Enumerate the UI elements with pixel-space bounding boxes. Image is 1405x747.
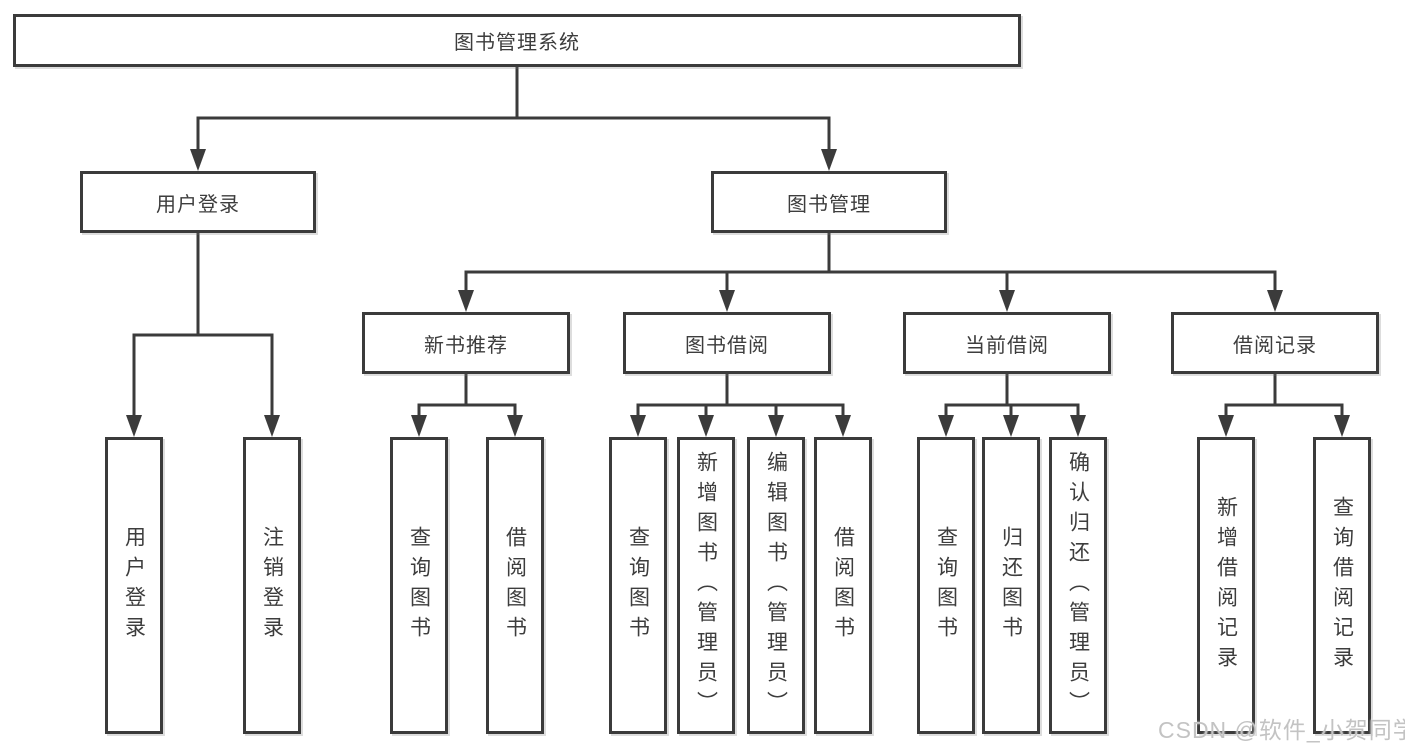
node-newbook-query-books: 查询图书 [390,437,448,734]
node-book-management: 图书管理 [711,171,947,233]
node-label: 用户登录 [156,193,240,216]
node-label: 查询图书 [934,525,958,646]
node-current-query-books: 查询图书 [917,437,975,734]
arrowhead [458,290,474,312]
arrowhead [719,290,735,312]
arrowhead [264,415,280,437]
node-borrow-books: 借阅图书 [814,437,872,734]
node-confirm-return-admin: 确认归还（管理员） [1049,437,1107,734]
node-label: 查询图书 [626,525,650,646]
node-edit-books-admin: 编辑图书（管理员） [747,437,805,734]
node-label: 图书借阅 [685,334,769,357]
arrowhead [507,415,523,437]
node-add-borrow-record: 新增借阅记录 [1197,437,1255,734]
node-library-system: 图书管理系统 [13,14,1021,67]
arrowhead [411,415,427,437]
node-label: 新增借阅记录 [1214,495,1238,676]
node-current-borrowing: 当前借阅 [903,312,1111,374]
arrowhead [1334,415,1350,437]
node-label: 图书管理 [787,193,871,216]
arrowhead [1267,290,1283,312]
node-add-books-admin: 新增图书（管理员） [677,437,735,734]
arrowhead [768,415,784,437]
node-label: 用户登录 [122,525,146,646]
arrowhead [630,415,646,437]
node-logout: 注销登录 [243,437,301,734]
arrowhead [938,415,954,437]
arrowhead [821,149,837,171]
node-label: 借阅图书 [503,525,527,646]
node-label: 查询借阅记录 [1330,495,1354,676]
arrowhead [698,415,714,437]
node-label: 查询图书 [407,525,431,646]
node-label: 注销登录 [260,525,284,646]
arrowhead [1070,415,1086,437]
arrowhead [1003,415,1019,437]
node-label: 归还图书 [999,525,1023,646]
arrowhead [835,415,851,437]
arrowhead [1218,415,1234,437]
node-label: 确认归还（管理员） [1066,450,1090,721]
node-label: 编辑图书（管理员） [764,450,788,721]
node-label: 借阅图书 [831,525,855,646]
node-user-login-leaf: 用户登录 [105,437,163,734]
node-book-borrowing: 图书借阅 [623,312,831,374]
node-label: 图书管理系统 [454,32,580,54]
node-borrow-query-books: 查询图书 [609,437,667,734]
node-user-login-branch: 用户登录 [80,171,316,233]
node-return-books: 归还图书 [982,437,1040,734]
node-label: 新书推荐 [424,334,508,357]
node-newbook-borrow-books: 借阅图书 [486,437,544,734]
node-new-book-recommend: 新书推荐 [362,312,570,374]
node-label: 借阅记录 [1233,334,1317,357]
arrowhead [190,149,206,171]
node-label: 当前借阅 [965,334,1049,357]
arrowhead [126,415,142,437]
node-query-borrow-record: 查询借阅记录 [1313,437,1371,734]
node-borrowing-records: 借阅记录 [1171,312,1379,374]
node-label: 新增图书（管理员） [694,450,718,721]
arrowhead [999,290,1015,312]
